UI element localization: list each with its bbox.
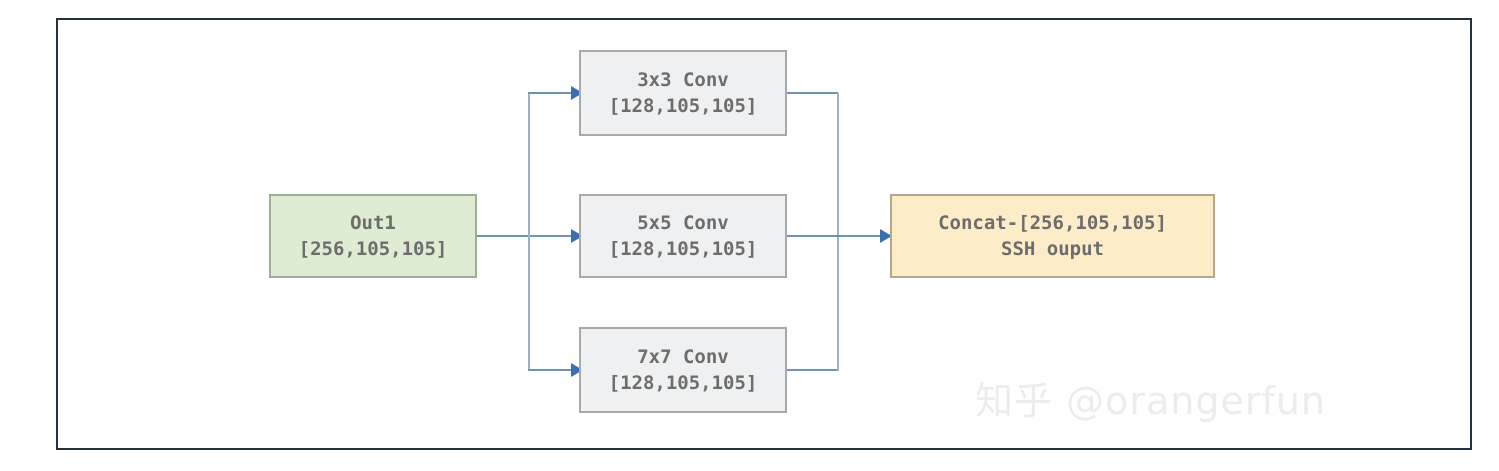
- connector-merge-to-concat: [787, 235, 883, 237]
- connector-merge-bottom: [787, 369, 838, 371]
- node-conv-7x7[interactable]: 7x7 Conv [128,105,105]: [579, 327, 787, 413]
- diagram-frame: [56, 18, 1472, 450]
- node-conv-7x7-shape: [128,105,105]: [608, 372, 758, 394]
- node-conv-3x3-label: 3x3 Conv: [637, 69, 729, 91]
- connector-merge-vertical: [837, 93, 839, 371]
- node-concat-sublabel: SSH ouput: [1001, 238, 1104, 260]
- connector-merge-top: [787, 92, 838, 94]
- node-out1-shape: [256,105,105]: [298, 238, 448, 260]
- node-conv-3x3-shape: [128,105,105]: [608, 95, 758, 117]
- node-conv-3x3[interactable]: 3x3 Conv [128,105,105]: [579, 50, 787, 136]
- node-conv-5x5-label: 5x5 Conv: [637, 212, 729, 234]
- arrowhead-to-concat: [880, 229, 892, 243]
- node-concat-output[interactable]: Concat-[256,105,105] SSH ouput: [890, 194, 1215, 278]
- node-conv-5x5-shape: [128,105,105]: [608, 238, 758, 260]
- connector-branch-top: [528, 92, 576, 94]
- node-conv-5x5[interactable]: 5x5 Conv [128,105,105]: [579, 194, 787, 278]
- connector-branch-bottom: [528, 369, 576, 371]
- node-concat-label: Concat-[256,105,105]: [938, 212, 1167, 234]
- watermark: 知乎 @orangerfun: [975, 379, 1326, 423]
- connector-split-vertical: [528, 93, 530, 371]
- node-out1-label: Out1: [350, 212, 396, 234]
- node-out1[interactable]: Out1 [256,105,105]: [269, 194, 477, 278]
- node-conv-7x7-label: 7x7 Conv: [637, 346, 729, 368]
